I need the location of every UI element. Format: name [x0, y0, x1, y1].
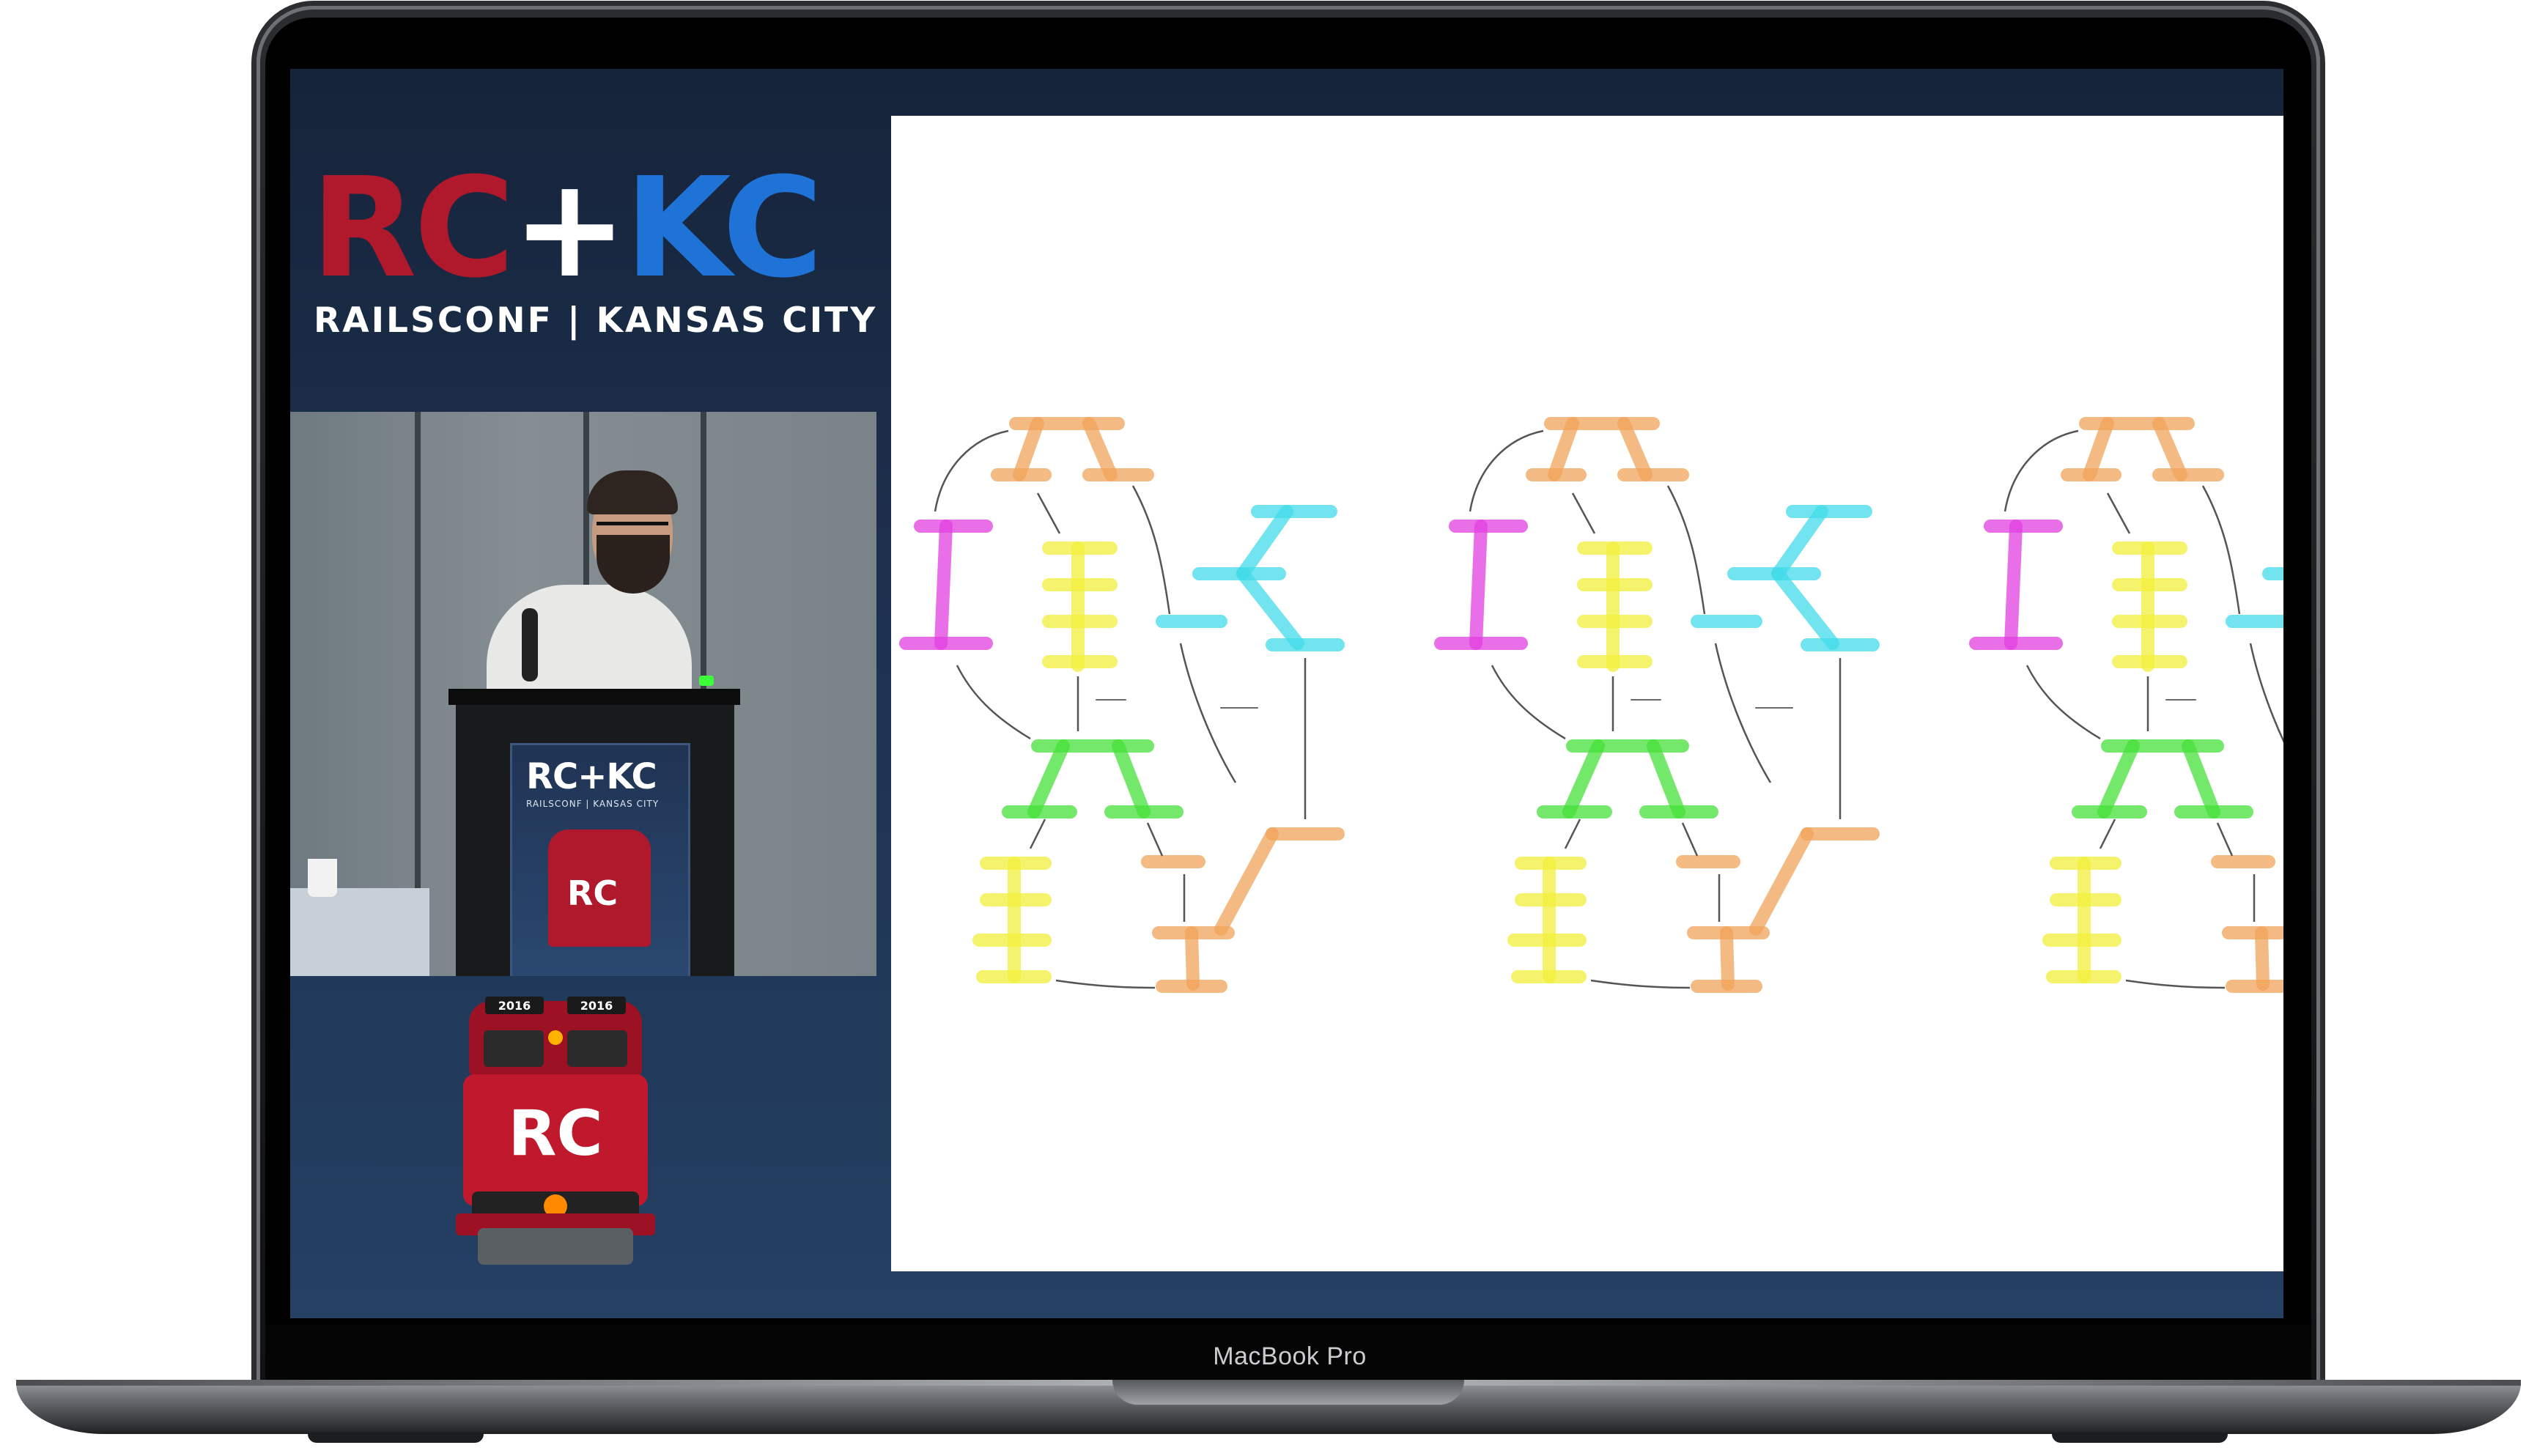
- edge-arrow: [934, 429, 1009, 512]
- green-node: [1112, 739, 1151, 818]
- logo-wordmark: RC+KC: [311, 160, 877, 298]
- cyan-node: [1771, 567, 1839, 650]
- edge-arrow: [2106, 492, 2131, 534]
- graph-diagram: [899, 417, 2283, 993]
- speaker-glasses: [597, 522, 668, 536]
- cyan-node: [1771, 505, 1828, 580]
- speaker-hair: [587, 470, 678, 514]
- edge-arrow: [1179, 643, 1237, 783]
- magenta-node: [1469, 520, 1488, 650]
- edge-arrow: [2004, 429, 2079, 512]
- magenta-node: [934, 520, 953, 650]
- orange-node: [1617, 417, 1652, 481]
- screen: RC+KC RAILSCONF | KANSAS CITY RC+KC RAIL…: [290, 69, 2283, 1318]
- edge-arrow: [1681, 822, 1699, 857]
- orange-node: [1548, 417, 1579, 481]
- cyan-node: [1236, 505, 1293, 580]
- wall-panel: [415, 412, 421, 976]
- edge-arrow: [1571, 492, 1596, 534]
- model-label: MacBook Pro: [1213, 1342, 1367, 1370]
- water-cup: [308, 859, 337, 897]
- podium-subtitle: RAILSCONF | KANSAS CITY: [526, 799, 660, 809]
- green-light: [699, 676, 714, 686]
- logo-rc: RC: [311, 148, 515, 308]
- edge-arrow: [1714, 643, 1772, 783]
- microphone-icon: [522, 608, 538, 681]
- train-number-left: 2016: [498, 999, 531, 1013]
- train-number-right: 2016: [580, 999, 613, 1013]
- orange-node: [1749, 827, 1814, 936]
- podium-train-text: RC: [567, 873, 618, 913]
- green-node: [1027, 739, 1070, 818]
- train-badge: RC: [508, 1097, 602, 1170]
- laptop-foot: [308, 1433, 484, 1443]
- edge-arrow: [1564, 818, 1581, 849]
- edge-arrow: [2025, 665, 2101, 740]
- orange-node: [2083, 417, 2114, 481]
- edge-arrow: [1029, 818, 1046, 849]
- side-table: [290, 888, 429, 976]
- edge-arrow: [1666, 485, 1706, 615]
- edge-arrow: [2099, 818, 2116, 849]
- orange-node: [1214, 827, 1279, 936]
- graph-cluster: [899, 417, 1345, 993]
- edge-arrow: [1469, 429, 1544, 512]
- orange-node: [1720, 926, 1735, 991]
- train-icon: 2016 2016 RC: [456, 997, 655, 1265]
- orange-node: [1185, 926, 1200, 991]
- speaker-beard: [597, 535, 670, 594]
- graph-cluster: [1969, 417, 2283, 993]
- presentation-slide: [891, 116, 2283, 1271]
- podium-top: [448, 689, 740, 705]
- edge-arrow: [2125, 979, 2226, 989]
- laptop-foot: [2052, 1433, 2228, 1443]
- edge-arrow: [1146, 822, 1164, 857]
- green-node: [2097, 739, 2140, 818]
- graph-cluster: [1434, 417, 1880, 993]
- green-node: [1562, 739, 1605, 818]
- edge-arrow: [2249, 643, 2283, 743]
- edge-arrow: [2216, 822, 2234, 857]
- orange-node: [2152, 417, 2187, 481]
- edge-arrow: [1491, 665, 1566, 740]
- podium-logo: RC+KC: [526, 756, 657, 797]
- edge-arrow: [956, 665, 1031, 740]
- edge-arrow: [1036, 492, 1061, 534]
- conference-logo: RC+KC RAILSCONF | KANSAS CITY: [311, 160, 878, 341]
- edge-arrow: [1590, 979, 1691, 989]
- speaker-video: RC+KC RAILSCONF | KANSAS CITY RC: [290, 412, 876, 976]
- orange-node: [2255, 926, 2270, 991]
- green-node: [2182, 739, 2220, 818]
- magenta-node: [2004, 520, 2023, 650]
- green-node: [1647, 739, 1685, 818]
- train-illustration: 2016 2016 RC: [456, 994, 655, 1272]
- logo-kc: KC: [624, 148, 823, 308]
- orange-node: [1082, 417, 1118, 481]
- edge-arrow: [1055, 979, 1156, 989]
- logo-subtitle: RAILSCONF | KANSAS CITY: [314, 300, 878, 341]
- logo-plus: +: [512, 148, 628, 308]
- laptop-notch: [1112, 1380, 1464, 1405]
- orange-node: [1013, 417, 1044, 481]
- edge-arrow: [2201, 485, 2241, 615]
- podium-train-graphic: [548, 829, 651, 947]
- cyan-node: [1236, 567, 1304, 650]
- screen-chin: [265, 1325, 2311, 1383]
- edge-arrow: [1131, 485, 1171, 615]
